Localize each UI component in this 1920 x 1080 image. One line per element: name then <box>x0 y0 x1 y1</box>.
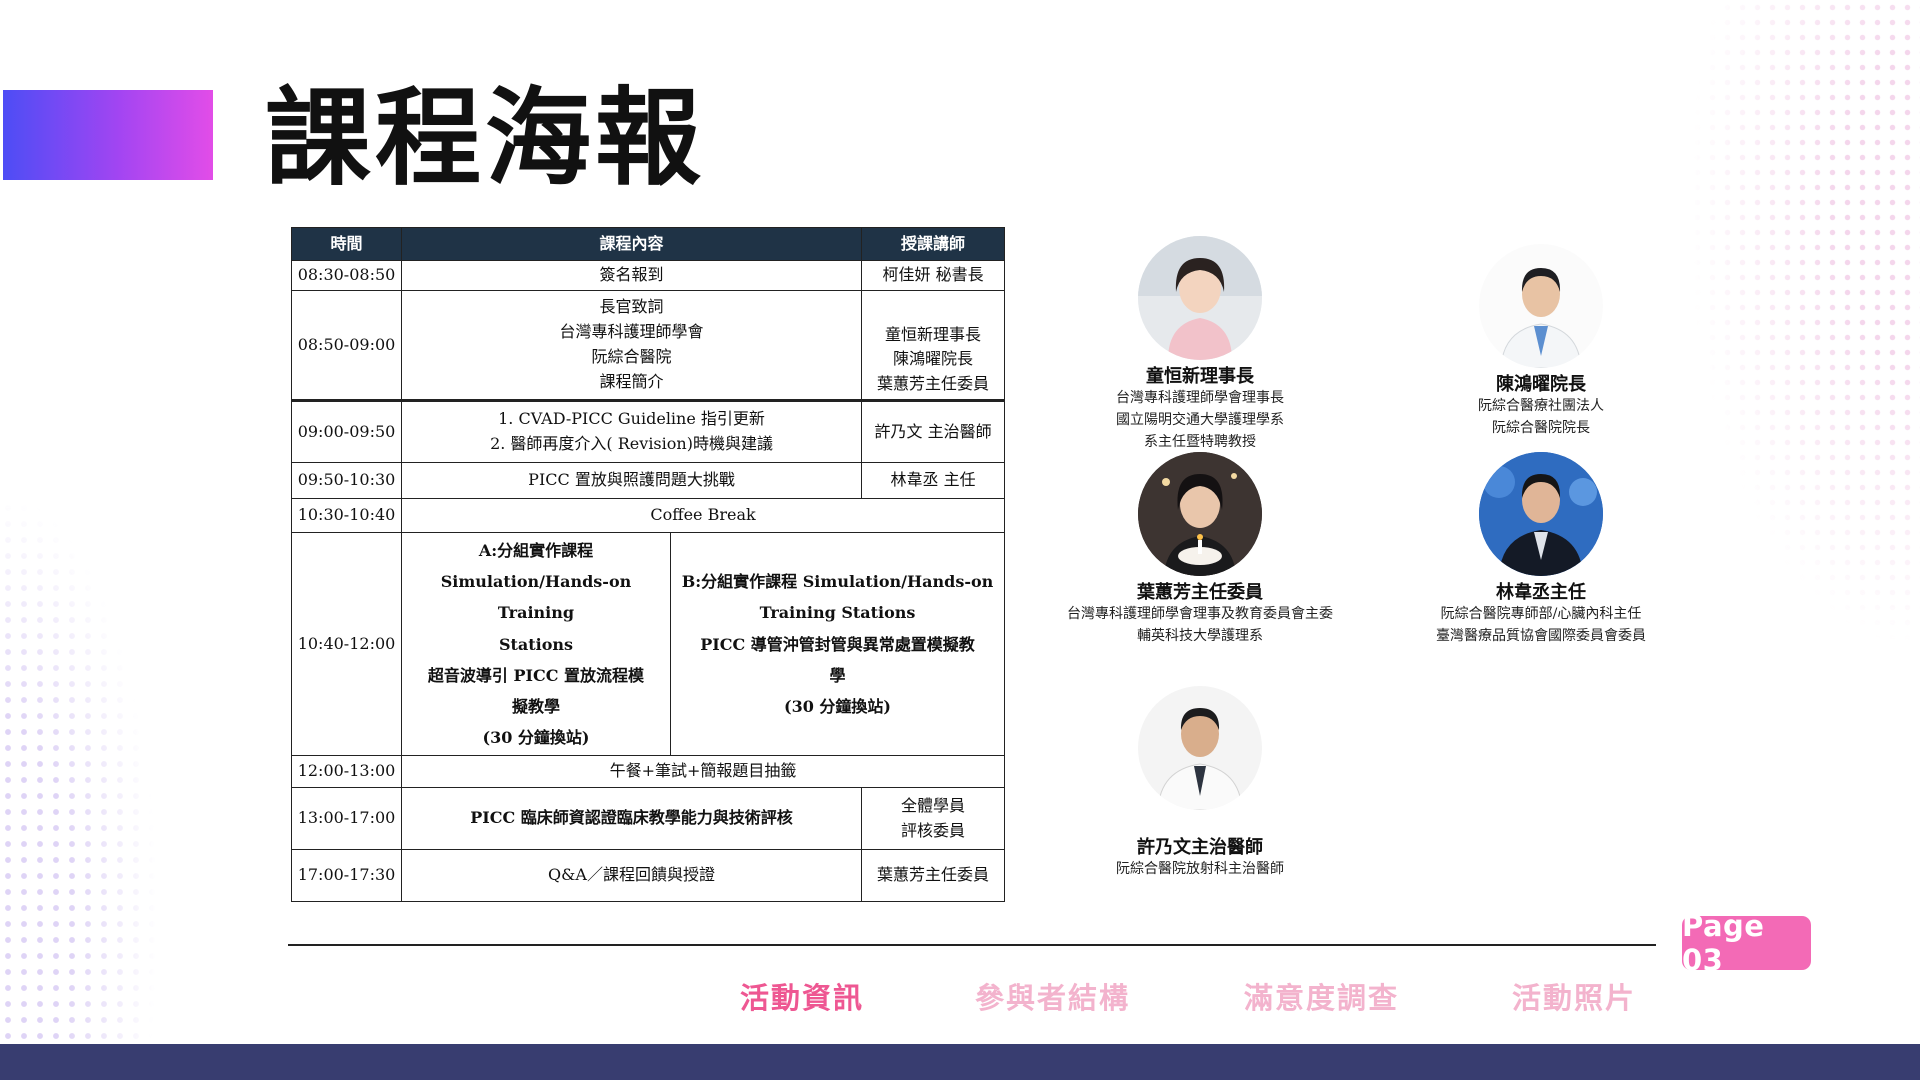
row-content: PICC 置放與照護問題大挑戰 <box>400 462 863 499</box>
content-line: 1. CVAD-PICC Guideline 指引更新 <box>498 409 765 429</box>
row-time: 12:00-13:00 <box>291 755 402 789</box>
man-doctor-portrait-icon <box>1138 686 1262 810</box>
speaker-name: 許乃文主治醫師 <box>1137 837 1263 858</box>
speaker-role: 台灣專科護理師學會理事及教育委員會主委 <box>1067 606 1333 623</box>
row-time: 08:30-08:50 <box>291 260 402 291</box>
row-teacher: 柯佳妍 秘書長 <box>861 260 1006 291</box>
nav-item-activity-info[interactable]: 活動資訊 <box>740 981 865 1015</box>
content-line: 2. 醫師再度介入( Revision)時機與建議 <box>490 434 773 453</box>
content-line: 阮綜合醫院 <box>591 347 672 366</box>
row-content: Coffee Break <box>400 498 1006 533</box>
row-teacher: 全體學員 評核委員 <box>861 787 1006 851</box>
speaker-role: 阮綜合醫療社團法人 <box>1478 398 1604 415</box>
group-a-line: Stations <box>498 634 574 654</box>
content-line: 台灣專科護理師學會 <box>559 322 704 342</box>
row-content: 午餐+筆試+簡報題目抽籤 <box>400 755 1006 789</box>
teacher-line: 陳鴻曜院長 <box>893 349 974 369</box>
speaker-role: 阮綜合醫院放射科主治醫師 <box>1116 861 1284 878</box>
table-row: 12:00-13:00 午餐+筆試+簡報題目抽籤 <box>291 755 1006 789</box>
speaker-name: 陳鴻曜院長 <box>1496 374 1586 395</box>
speaker-name: 童恒新理事長 <box>1146 366 1254 387</box>
nav-item-satisfaction-survey[interactable]: 滿意度調查 <box>1244 981 1400 1015</box>
speaker-name: 葉蕙芳主任委員 <box>1137 582 1263 603</box>
teacher-line: 葉蕙芳主任委員 <box>877 374 990 394</box>
group-b-line: B:分組實作課程 Simulation/Hands-on <box>681 572 994 592</box>
content-line: 課程簡介 <box>599 371 664 391</box>
group-a-line: 超音波導引 PICC 置放流程模 <box>427 665 645 685</box>
row-teacher: 葉蕙芳主任委員 <box>861 849 1006 903</box>
course-schedule-table: 時間 課程內容 授課講師 08:30-08:50 簽名報到 柯佳妍 秘書長 08… <box>291 227 1006 903</box>
row-content: 長官致詞 台灣專科護理師學會 阮綜合醫院 課程簡介 <box>400 290 863 401</box>
group-b-line: PICC 導管沖管封管與異常處置模擬教 <box>700 634 975 654</box>
teacher-line: 全體學員 <box>901 796 966 816</box>
man-suit-portrait-icon <box>1479 452 1603 576</box>
group-b-line: Training Stations <box>759 603 916 623</box>
header-content: 課程內容 <box>400 227 863 261</box>
speaker-role: 輔英科技大學護理系 <box>1137 628 1263 645</box>
table-row: 17:00-17:30 Q&A／課程回饋與授證 葉蕙芳主任委員 <box>291 849 1006 903</box>
row-teacher: 童恒新理事長 陳鴻曜院長 葉蕙芳主任委員 <box>861 290 1006 401</box>
table-row: 10:30-10:40 Coffee Break <box>291 498 1006 533</box>
nav-item-participant-structure[interactable]: 參與者結構 <box>975 981 1131 1015</box>
table-row: 13:00-17:00 PICC 臨床師資認證臨床教學能力與技術評核 全體學員 … <box>291 787 1006 851</box>
row-content: PICC 臨床師資認證臨床教學能力與技術評核 <box>400 787 863 851</box>
row-time: 17:00-17:30 <box>291 849 402 903</box>
row-time: 09:50-10:30 <box>291 462 402 499</box>
speaker-card-yeh: 葉蕙芳主任委員 台灣專科護理師學會理事及教育委員會主委 輔英科技大學護理系 <box>1020 452 1380 648</box>
speaker-role: 臺灣醫療品質協會國際委員會委員 <box>1436 628 1646 645</box>
row-time: 09:00-09:50 <box>291 399 402 463</box>
teacher-line: 評核委員 <box>901 820 966 840</box>
group-b-line: (30 分鐘換站) <box>784 696 891 716</box>
table-header-row: 時間 課程內容 授課講師 <box>291 227 1006 261</box>
speaker-card-hsu: 許乃文主治醫師 阮綜合醫院放射科主治醫師 <box>1040 686 1360 881</box>
row-content: 簽名報到 <box>400 260 863 291</box>
table-row: 08:50-09:00 長官致詞 台灣專科護理師學會 阮綜合醫院 課程簡介 童恒… <box>291 290 1006 401</box>
teacher-line: 童恒新理事長 <box>885 324 982 344</box>
nav-item-activity-photos[interactable]: 活動照片 <box>1512 981 1637 1015</box>
table-row: 08:30-08:50 簽名報到 柯佳妍 秘書長 <box>291 260 1006 291</box>
speaker-role: 台灣專科護理師學會理事長 <box>1116 390 1284 407</box>
speaker-card-lin: 林韋丞主任 阮綜合醫院專師部/心臟內科主任 臺灣醫療品質協會國際委員會委員 <box>1386 452 1696 648</box>
group-a-content: A:分組實作課程 Simulation/Hands-on Training St… <box>401 531 671 757</box>
row-teacher: 林韋丞 主任 <box>861 462 1006 499</box>
footer-band <box>0 1044 1920 1080</box>
content-line: 長官致詞 <box>599 297 664 317</box>
woman-portrait-icon <box>1138 236 1262 360</box>
section-divider <box>288 944 1656 946</box>
title-accent-bar <box>3 90 213 180</box>
speaker-name: 林韋丞主任 <box>1496 582 1586 603</box>
header-teacher: 授課講師 <box>861 227 1006 261</box>
speaker-card-chen: 陳鴻曜院長 阮綜合醫療社團法人 阮綜合醫院院長 <box>1386 244 1696 440</box>
group-b-line: 學 <box>829 665 846 685</box>
decorative-dots-left <box>0 180 300 1050</box>
page-title: 課程海報 <box>265 77 705 200</box>
bottom-navigation: 活動資訊 參與者結構 滿意度調查 活動照片 <box>0 975 1920 1020</box>
group-a-line: (30 分鐘換站) <box>482 728 590 748</box>
row-content: 1. CVAD-PICC Guideline 指引更新 2. 醫師再度介入( R… <box>400 399 863 463</box>
man-doctor-portrait-icon <box>1479 244 1603 368</box>
woman-cake-portrait-icon <box>1138 452 1262 576</box>
row-time: 13:00-17:00 <box>291 787 402 851</box>
group-a-line: Simulation/Hands-on Training <box>440 572 632 623</box>
row-time: 10:30-10:40 <box>291 498 402 533</box>
row-time: 10:40-12:00 <box>291 531 402 757</box>
table-row: 09:50-10:30 PICC 置放與照護問題大挑戰 林韋丞 主任 <box>291 462 1006 499</box>
speaker-role: 國立陽明交通大學護理學系 <box>1116 412 1284 429</box>
row-content: Q&A／課程回饋與授證 <box>400 849 863 903</box>
row-time: 08:50-09:00 <box>291 290 402 401</box>
speaker-role: 阮綜合醫院專師部/心臟內科主任 <box>1440 606 1642 623</box>
page-number-badge: Page 03 <box>1682 909 1811 977</box>
speaker-role: 阮綜合醫院院長 <box>1492 420 1590 437</box>
speaker-role: 系主任暨特聘教授 <box>1144 433 1256 450</box>
header-time: 時間 <box>291 227 402 261</box>
group-a-line: A:分組實作課程 <box>478 541 594 560</box>
table-row: 09:00-09:50 1. CVAD-PICC Guideline 指引更新 … <box>291 399 1006 463</box>
speaker-card-tong: 童恒新理事長 台灣專科護理師學會理事長 國立陽明交通大學護理學系 系主任暨特聘教… <box>1040 236 1360 453</box>
group-b-content: B:分組實作課程 Simulation/Hands-on Training St… <box>669 531 1006 757</box>
group-a-line: 擬教學 <box>511 696 560 716</box>
row-teacher: 許乃文 主治醫師 <box>861 399 1006 463</box>
table-row: 10:40-12:00 A:分組實作課程 Simulation/Hands-on… <box>291 531 1006 757</box>
